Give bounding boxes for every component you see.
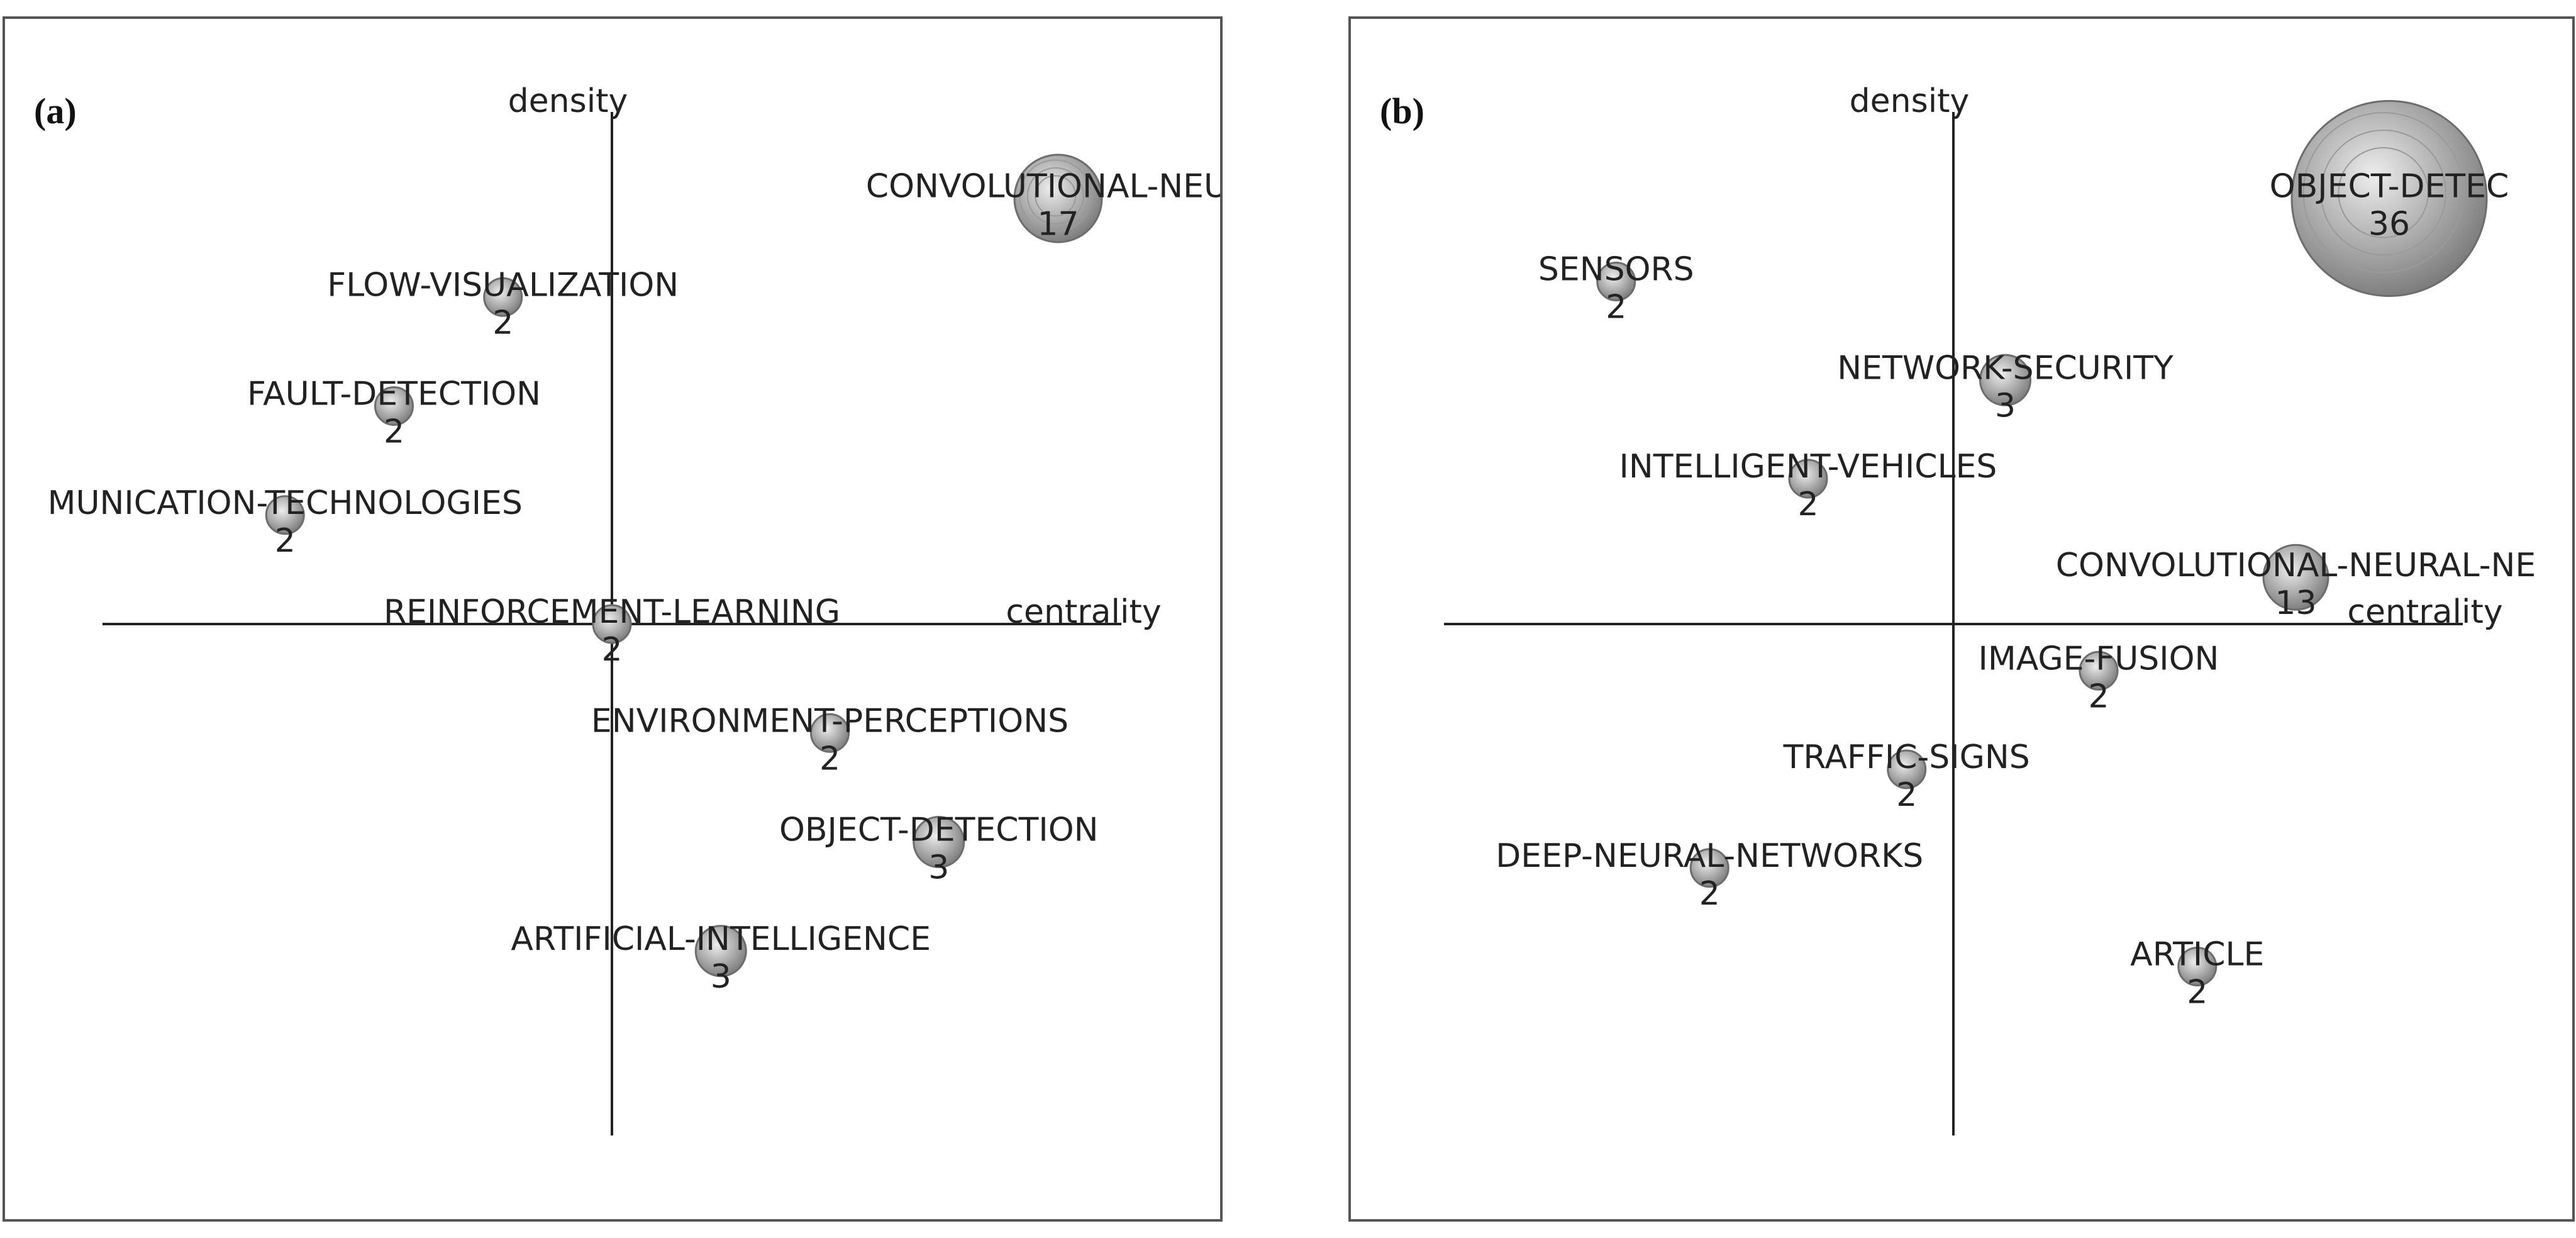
topic-label: TRAFFIC-SIGNS bbox=[1783, 739, 2030, 776]
bubble-mark bbox=[2177, 947, 2218, 986]
topic-count: 3 bbox=[1995, 387, 2016, 425]
topic-count: 3 bbox=[928, 849, 949, 887]
bubble-mark bbox=[1596, 262, 1636, 301]
topic-count: 17 bbox=[1037, 206, 1079, 243]
bubble-mark bbox=[1887, 749, 1927, 789]
centrality-axis-label: centrality bbox=[2347, 593, 2502, 631]
bubble-ring bbox=[1035, 175, 1077, 217]
bubble-mark bbox=[592, 604, 632, 644]
topic-label: FLOW-VISUALIZATION bbox=[327, 266, 679, 304]
density-axis-label: density bbox=[508, 82, 628, 120]
bubble-ring bbox=[2302, 112, 2464, 274]
bubble-ring bbox=[2338, 147, 2429, 238]
topic-label: IMAGE-FUSION bbox=[1979, 640, 2219, 678]
topic-count: 36 bbox=[2368, 206, 2410, 243]
topic-count: 2 bbox=[275, 522, 296, 560]
bubble-mark bbox=[1689, 848, 1729, 888]
topic-label: INTELLIGENT-VEHICLES bbox=[1619, 448, 1997, 486]
topic-label: MUNICATION-TECHNOLOGIES bbox=[48, 484, 523, 522]
topic-label: DEEP-NEURAL-NETWORKS bbox=[1496, 837, 1923, 875]
topic-count: 2 bbox=[1699, 875, 1720, 913]
bubble-mark bbox=[483, 277, 523, 317]
bubble-mark bbox=[2290, 100, 2488, 297]
bubble-mark bbox=[913, 816, 965, 868]
topic-count: 2 bbox=[1797, 486, 1818, 523]
strategic-diagram-b: densitycentralityOBJECT-DETEC36SENSORS2N… bbox=[1444, 82, 2536, 1135]
panel-label: (a) bbox=[34, 91, 77, 131]
topic-count: 2 bbox=[1896, 776, 1917, 814]
topic-count: 2 bbox=[2088, 678, 2109, 715]
bubble-mark bbox=[265, 495, 305, 535]
bubble-mark bbox=[810, 713, 850, 753]
bubble-mark bbox=[1013, 153, 1103, 243]
density-axis-label: density bbox=[1850, 82, 1970, 120]
bubble-ring bbox=[2320, 130, 2446, 256]
topic-label: ARTICLE bbox=[2130, 936, 2264, 974]
topic-label: FAULT-DETECTION bbox=[247, 376, 541, 413]
topic-label: CONVOLUTIONAL-NEUR bbox=[866, 168, 1223, 206]
topic-count: 2 bbox=[492, 304, 513, 342]
bubble-ring bbox=[1026, 167, 1084, 225]
topic-count: 2 bbox=[384, 413, 404, 451]
strategic-diagram-a: density centrality CONVOLUTIONAL-NEUR17FLO… bbox=[48, 82, 1223, 1135]
topic-count: 2 bbox=[819, 740, 840, 778]
topic-label: OBJECT-DETEC bbox=[2270, 168, 2509, 206]
topic-label: ENVIRONMENT-PERCEPTIONS bbox=[591, 702, 1069, 740]
topic-label: NETWORK-SECURITY bbox=[1837, 349, 2174, 387]
centrality-axis-label: centrality bbox=[1006, 593, 1161, 631]
bubble-mark bbox=[1788, 459, 1828, 499]
bubble-ring bbox=[1019, 159, 1092, 233]
topic-label: OBJECT-DETECTION bbox=[779, 811, 1099, 849]
bubble-mark bbox=[374, 386, 414, 426]
panel-label: (b) bbox=[1380, 91, 1424, 131]
topic-count: 3 bbox=[711, 958, 731, 996]
bubble-mark bbox=[2079, 650, 2119, 691]
topic-label: REINFORCEMENT-LEARNING bbox=[384, 593, 840, 631]
topic-count: 2 bbox=[2187, 974, 2207, 1012]
topic-count: 13 bbox=[2275, 584, 2316, 622]
bubble-mark bbox=[2262, 544, 2329, 611]
topic-label: CONVOLUTIONAL-NEURAL-NE bbox=[2056, 547, 2536, 584]
topic-count: 2 bbox=[601, 631, 622, 669]
topic-count: 2 bbox=[1606, 289, 1626, 326]
topic-label: SENSORS bbox=[1538, 251, 1694, 289]
topic-label: ARTIFICIAL-INTELLIGENCE bbox=[511, 920, 931, 958]
bubble-mark bbox=[1979, 354, 2031, 406]
bubble-mark bbox=[694, 925, 747, 978]
